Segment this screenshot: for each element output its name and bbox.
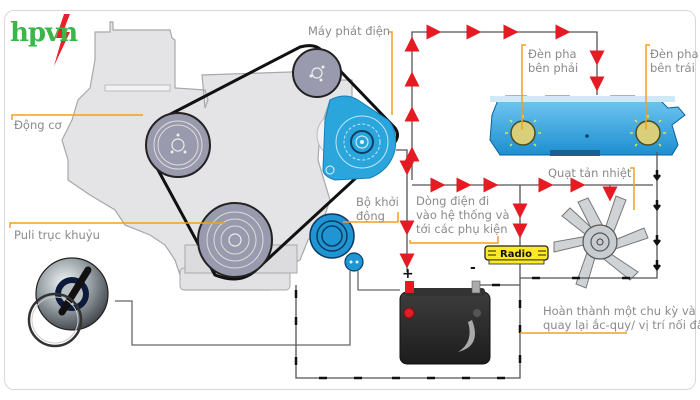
label-crankshaft-pulley: Puli trục khuỷu xyxy=(14,228,100,242)
return-arrows xyxy=(294,170,661,380)
hpvn-logo: hpvn xyxy=(10,18,78,48)
label-engine: Động cơ xyxy=(14,118,62,132)
battery-minus-sign: - xyxy=(470,260,476,276)
label-right-headlight-line2: bên phải xyxy=(528,61,579,75)
label-return-line2: quay lại ắc-quy/ vị trí nối đất xyxy=(543,318,700,332)
radio xyxy=(484,245,549,265)
left-pulley xyxy=(145,112,211,178)
ignition-wire xyxy=(115,271,351,346)
label-current-flow: Dòng điện đi vào hệ thống và tới các phụ… xyxy=(416,194,510,236)
label-alternator: Máy phát điện xyxy=(308,24,391,38)
logo-bolt-icon xyxy=(54,14,70,66)
current-arrows xyxy=(399,24,618,269)
label-left-headlight: Đèn pha bên trái xyxy=(650,47,699,75)
label-current-line3: tới các phụ kiện xyxy=(416,222,508,236)
label-cooling-fan: Quạt tản nhiệt xyxy=(548,166,632,180)
label-right-headlight: Đèn pha bên phải xyxy=(528,47,578,75)
label-starter: Bộ khởi động xyxy=(356,195,399,223)
top-pulley xyxy=(292,48,342,98)
label-starter-line1: Bộ khởi xyxy=(356,195,399,209)
alternator xyxy=(316,95,397,181)
label-return-line1: Hoàn thành một chu kỳ và xyxy=(543,304,696,318)
cooling-fan xyxy=(553,195,649,289)
leader-lines xyxy=(9,31,650,334)
label-current-line1: Dòng điện đi xyxy=(416,194,490,208)
starter-motor xyxy=(309,213,364,272)
label-return-path: Hoàn thành một chu kỳ và quay lại ắc-quy… xyxy=(543,304,700,332)
battery xyxy=(399,280,491,365)
radio-label: Radio xyxy=(500,249,532,260)
starter-battery-wire xyxy=(357,271,400,291)
car-front xyxy=(489,95,686,156)
left-headlight xyxy=(630,115,666,147)
label-left-headlight-line1: Đèn pha xyxy=(650,47,699,61)
label-right-headlight-line1: Đèn pha xyxy=(528,47,577,61)
label-starter-line2: động xyxy=(356,209,385,223)
label-current-line2: vào hệ thống và xyxy=(416,208,510,222)
right-headlight xyxy=(505,115,541,147)
crankshaft-pulley xyxy=(197,202,273,278)
label-left-headlight-line2: bên trái xyxy=(650,61,695,75)
battery-plus-sign: + xyxy=(402,266,414,282)
ignition-key-icon xyxy=(27,257,109,348)
